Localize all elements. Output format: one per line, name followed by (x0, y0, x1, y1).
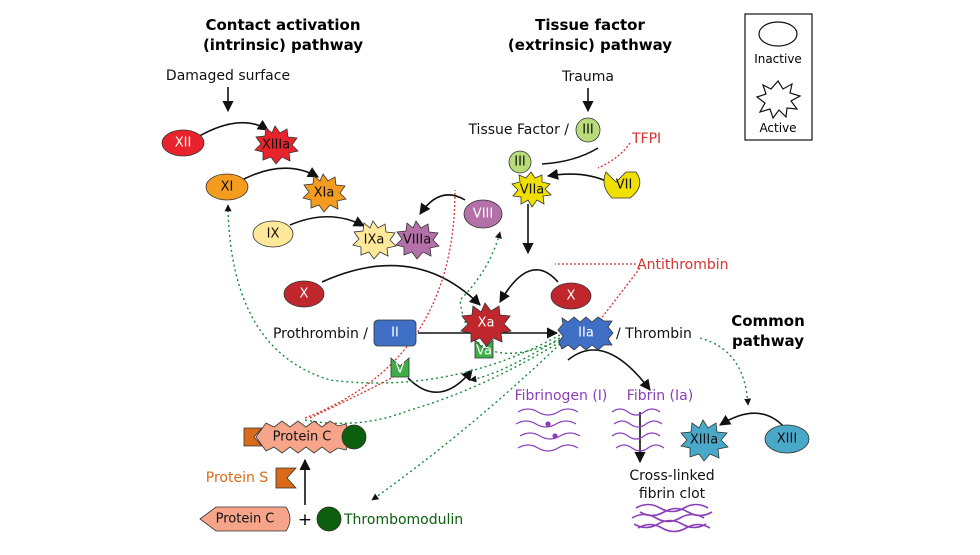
factor-iia-node (557, 316, 614, 351)
tissue-factor-iii-node (575, 117, 601, 143)
tissue-factor-iii-label: III (582, 123, 594, 138)
factor-v-node (390, 357, 410, 378)
intrinsic-header-line1: Contact activation (205, 16, 360, 34)
factor-ix-label: IX (267, 227, 280, 242)
thrombomodulin-icon (316, 506, 342, 532)
factor-vii-label: VII (616, 178, 633, 193)
fibrin-clot-icon (631, 503, 713, 533)
factor-xiiia-node (680, 419, 729, 462)
factor-xa-node (460, 302, 512, 347)
tfpi-label: TFPI (631, 131, 661, 147)
factor-xia-node (302, 173, 347, 213)
factor-v-label: V (396, 362, 405, 377)
common-header-line2: pathway (732, 332, 804, 350)
factor-viiia-label: VIIIa (403, 233, 431, 248)
factor-xiii-node (764, 424, 810, 454)
trauma-label: Trauma (561, 69, 614, 85)
factor-xiii-label: XIII (777, 432, 797, 447)
antithrombin-label: Antithrombin (637, 257, 729, 273)
cross-linked-label-line1: Cross-linked (629, 468, 714, 484)
fibrin-strands-icon (611, 408, 665, 452)
fibrinogen-strands-icon (515, 408, 581, 452)
damaged-surface-label: Damaged surface (166, 68, 290, 84)
tissue-factor-label: Tissue Factor / (467, 122, 569, 138)
factor-ii-label: II (391, 326, 399, 341)
fibrinogen-label: Fibrinogen (I) (515, 388, 608, 404)
factor-va-node (474, 339, 494, 359)
factor-viiia-node (395, 220, 440, 260)
factor-iii-node (508, 150, 532, 174)
protein-c-inactive-label: Protein C (216, 512, 275, 527)
factor-ii-node (373, 319, 417, 347)
protein-s-label: Protein S (206, 470, 269, 486)
factor-viia-label: VIIa (520, 183, 545, 198)
prothrombin-label: Prothrombin / (273, 326, 368, 342)
factor-ixa-node (352, 220, 397, 260)
factor-xii-label: XII (175, 136, 192, 151)
factor-x-right-label: X (567, 289, 576, 304)
factor-viii-label: VIII (473, 207, 493, 222)
extrinsic-header-line2: (extrinsic) pathway (508, 36, 672, 54)
protein-c-inactive-node (199, 506, 291, 532)
legend-active-icon (755, 79, 802, 120)
cross-linked-label-line2: fibrin clot (639, 486, 706, 502)
thrombomodulin-label: Thrombomodulin (343, 512, 463, 528)
factor-ixa-label: IXa (364, 233, 385, 248)
intrinsic-header-line2: (intrinsic) pathway (203, 36, 363, 54)
factor-iii-label: III (514, 155, 526, 170)
protein-s-icon (275, 467, 297, 489)
factor-x-left-label: X (300, 287, 309, 302)
thrombomodulin-bound-icon (341, 424, 367, 450)
factor-xia-label: XIa (314, 186, 335, 201)
factor-ix-node (252, 220, 294, 248)
factor-xi-label: XI (221, 180, 234, 195)
plus-sign: + (298, 510, 312, 530)
factor-va-label: Va (476, 344, 492, 359)
thrombin-feedback-arrows (224, 204, 752, 501)
factor-x-right-node (550, 282, 592, 310)
protein-c-active-label: Protein C (273, 430, 332, 445)
factor-xiiia-label: XIIIa (690, 433, 718, 448)
extrinsic-header-line1: Tissue factor (535, 16, 645, 34)
factor-iia-label: IIa (578, 326, 594, 341)
factor-xa-label: Xa (478, 316, 495, 331)
factor-viia-node (511, 171, 552, 208)
factor-viii-node (463, 199, 503, 229)
factor-xii-node (161, 129, 205, 157)
legend: Inactive Active (744, 13, 813, 141)
factor-vii-node (603, 171, 641, 199)
legend-active-label: Active (759, 121, 796, 135)
legend-inactive-label: Inactive (754, 52, 802, 66)
legend-inactive-icon (758, 21, 798, 47)
protein-s-bound-icon (243, 427, 263, 447)
factor-xi-node (205, 173, 249, 201)
fibrin-label: Fibrin (Ia) (627, 388, 693, 404)
thrombin-label: / Thrombin (616, 326, 692, 342)
factor-xiia-node (254, 125, 299, 165)
inhibition-lines (304, 142, 641, 419)
common-header-line1: Common (731, 312, 805, 330)
factor-xiia-label: XIIIa (262, 138, 290, 153)
factor-x-left-node (283, 280, 325, 308)
